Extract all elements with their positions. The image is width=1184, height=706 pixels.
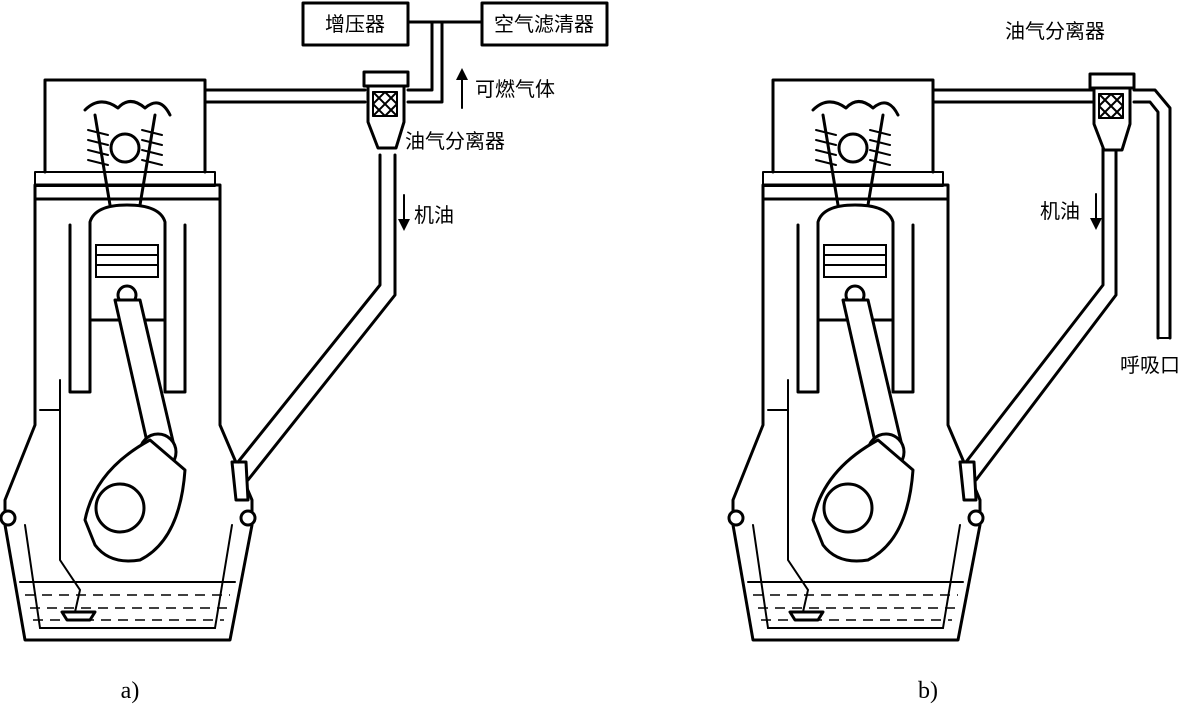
air-filter-label: 空气滤清器 bbox=[494, 12, 594, 36]
oil-separator-label-b: 油气分离器 bbox=[1005, 19, 1105, 43]
combustible-gas-label: 可燃气体 bbox=[475, 77, 555, 101]
gas-pipe-a bbox=[406, 20, 444, 104]
breather-pipe-a bbox=[203, 88, 367, 104]
air-filter-box bbox=[480, 1, 609, 47]
breather-pipe-b bbox=[931, 88, 1095, 104]
diagram-a: 增压器 空气滤清器 可燃气体 油气分离器 机油 a) bbox=[0, 1, 609, 704]
breather-port-label: 呼吸口 bbox=[1120, 353, 1180, 377]
oil-return-pipe-b bbox=[964, 146, 1118, 482]
oil-separator-a bbox=[362, 70, 410, 150]
breather-outlet-pipe bbox=[1132, 88, 1172, 340]
oil-separator-b bbox=[1088, 72, 1136, 152]
oil-label-b: 机油 bbox=[1040, 199, 1080, 223]
oil-return-pipe-a bbox=[236, 153, 397, 482]
turbocharger-box bbox=[301, 1, 410, 47]
caption-a: a) bbox=[121, 678, 140, 704]
turbocharger-label: 增压器 bbox=[325, 12, 385, 36]
caption-b: b) bbox=[918, 678, 938, 704]
oil-label-a: 机油 bbox=[414, 203, 454, 227]
diagram-b: 油气分离器 机油 呼吸口 b) bbox=[727, 19, 1180, 704]
oil-separator-label-a: 油气分离器 bbox=[405, 129, 505, 153]
